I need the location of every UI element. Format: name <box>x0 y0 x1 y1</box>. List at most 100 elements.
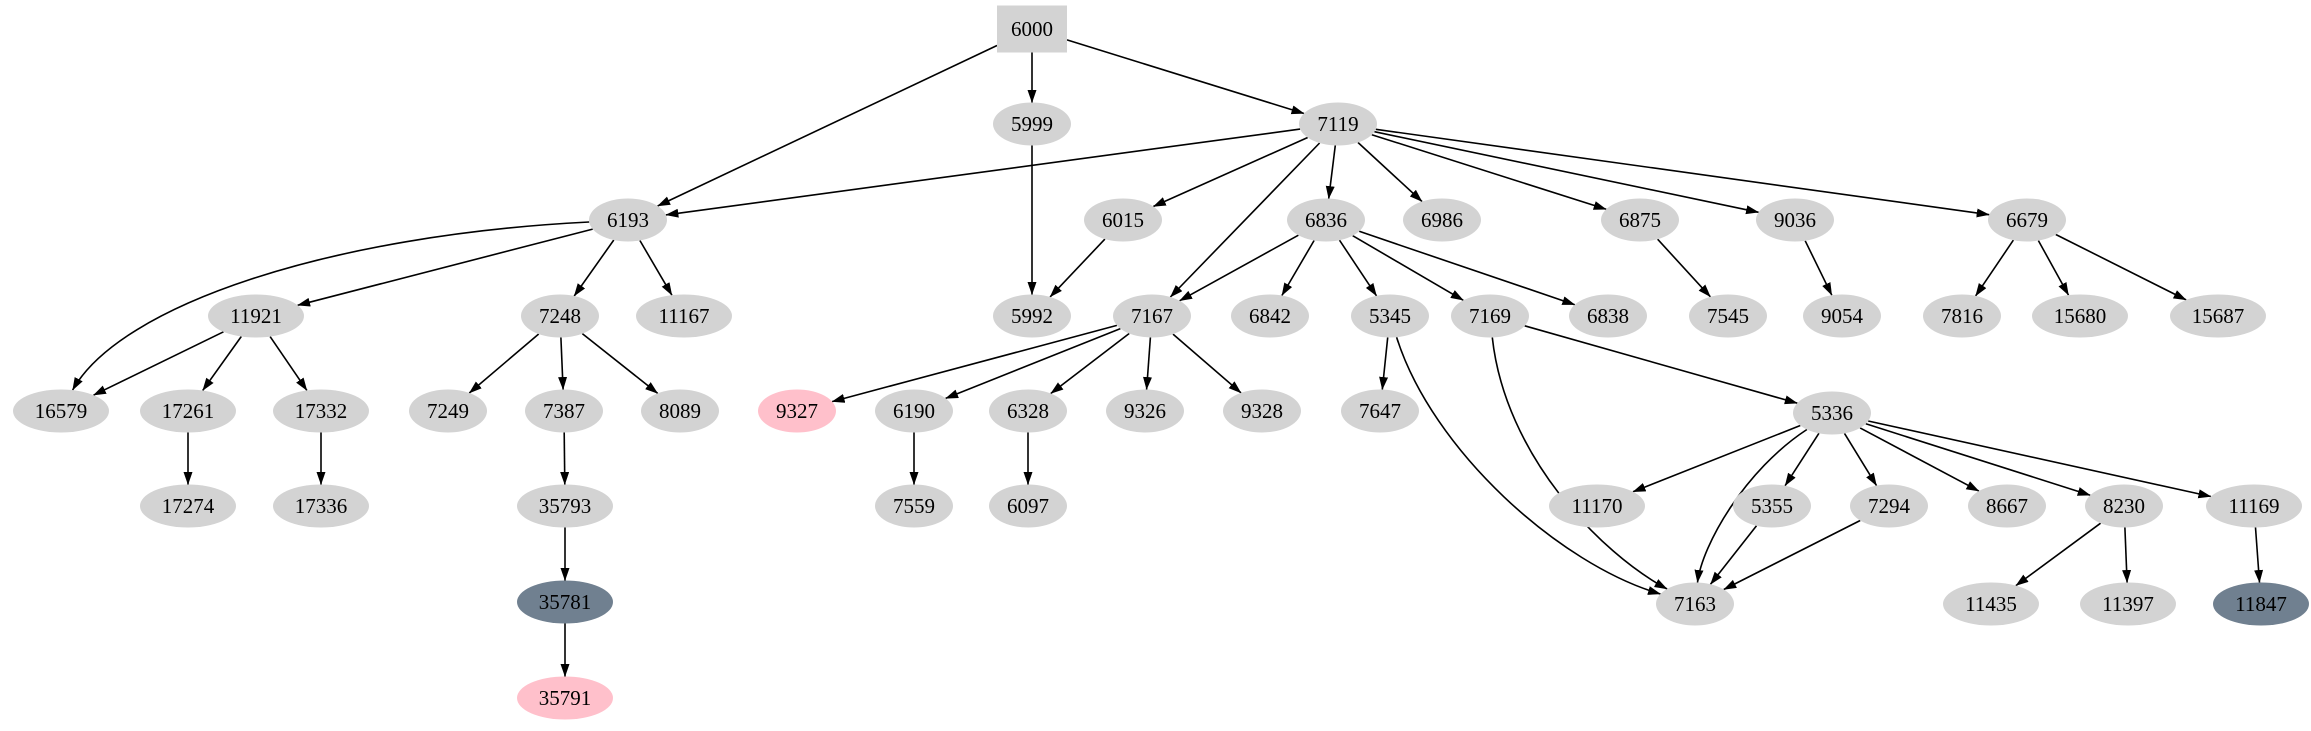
node-shape-17274 <box>140 484 236 528</box>
node-label-6015: 6015 <box>1102 208 1144 232</box>
edge-5336-7294 <box>1843 432 1878 487</box>
edge-6193-11167 <box>639 240 673 296</box>
node-label-7647: 7647 <box>1359 399 1401 423</box>
graph-node-7248: 7248 <box>521 294 599 338</box>
edge-7248-8089 <box>581 332 659 395</box>
node-label-17332: 17332 <box>295 399 348 423</box>
edge-6679-15687 <box>2055 233 2187 301</box>
graph-node-15687: 15687 <box>2170 294 2266 338</box>
graph-node-15680: 15680 <box>2032 294 2128 338</box>
node-shape-11847 <box>2213 582 2309 626</box>
edge-7169-5336 <box>1524 325 1798 405</box>
node-shape-5355 <box>1733 484 1811 528</box>
graph-node-11921: 11921 <box>208 294 304 338</box>
graph-node-7647: 7647 <box>1341 389 1419 433</box>
graph-node-5992: 5992 <box>993 294 1071 338</box>
node-label-35791: 35791 <box>539 686 592 710</box>
edge-7167-9326 <box>1143 337 1152 390</box>
graph-node-6015: 6015 <box>1084 198 1162 242</box>
graph-node-9327: 9327 <box>758 389 836 433</box>
node-shape-11397 <box>2080 582 2176 626</box>
edge-7294-7163 <box>1723 519 1861 591</box>
edge-5336-5355 <box>1784 432 1820 487</box>
node-label-35793: 35793 <box>539 494 592 518</box>
node-shape-5999 <box>993 102 1071 146</box>
node-shape-11169 <box>2206 484 2302 528</box>
node-shape-35781 <box>517 580 613 624</box>
graph-node-6190: 6190 <box>875 389 953 433</box>
graph-node-6097: 6097 <box>989 484 1067 528</box>
node-shape-6328 <box>989 389 1067 433</box>
graph-node-5336: 5336 <box>1793 391 1871 435</box>
node-label-11435: 11435 <box>1965 592 2017 616</box>
node-shape-7559 <box>875 484 953 528</box>
node-shape-9036 <box>1756 198 1834 242</box>
node-label-6190: 6190 <box>893 399 935 423</box>
graph-node-5355: 5355 <box>1733 484 1811 528</box>
edge-5336-11170 <box>1632 424 1801 493</box>
graph-node-6000: 6000 <box>997 5 1067 53</box>
node-shape-6836 <box>1287 198 1365 242</box>
node-label-7249: 7249 <box>427 399 469 423</box>
edge-7119-6193 <box>665 128 1301 218</box>
node-label-7387: 7387 <box>543 399 585 423</box>
node-shape-15680 <box>2032 294 2128 338</box>
node-label-6838: 6838 <box>1587 304 1629 328</box>
edge-6193-11921 <box>297 228 593 307</box>
node-label-5355: 5355 <box>1751 494 1793 518</box>
node-shape-15687 <box>2170 294 2266 338</box>
graph-node-6836: 6836 <box>1287 198 1365 242</box>
node-shape-5345 <box>1351 294 1429 338</box>
node-shape-7816 <box>1923 294 2001 338</box>
node-shape-7248 <box>521 294 599 338</box>
node-label-15680: 15680 <box>2054 304 2107 328</box>
graph-node-7387: 7387 <box>525 389 603 433</box>
node-label-11921: 11921 <box>230 304 282 328</box>
edge-8230-11435 <box>2015 522 2102 587</box>
graph-node-17261: 17261 <box>140 389 236 433</box>
edge-11169-11847 <box>2254 527 2264 583</box>
graph-node-8089: 8089 <box>641 389 719 433</box>
node-label-11397: 11397 <box>2102 592 2154 616</box>
graph-node-5999: 5999 <box>993 102 1071 146</box>
node-label-7163: 7163 <box>1674 592 1716 616</box>
node-shape-7169 <box>1451 294 1529 338</box>
node-shape-5336 <box>1793 391 1871 435</box>
edge-6679-7816 <box>1974 239 2015 297</box>
graph-node-7294: 7294 <box>1850 484 1928 528</box>
node-label-6875: 6875 <box>1619 208 1661 232</box>
node-label-8089: 8089 <box>659 399 701 423</box>
edge-5336-11169 <box>1868 420 2212 499</box>
node-label-7816: 7816 <box>1941 304 1983 328</box>
graph-node-11397: 11397 <box>2080 582 2176 626</box>
node-shape-6097 <box>989 484 1067 528</box>
node-label-6842: 6842 <box>1249 304 1291 328</box>
node-label-6193: 6193 <box>607 208 649 232</box>
node-label-17261: 17261 <box>162 399 215 423</box>
graph-node-8230: 8230 <box>2085 484 2163 528</box>
node-label-7294: 7294 <box>1868 494 1911 518</box>
graph-node-11169: 11169 <box>2206 484 2302 528</box>
node-label-11170: 11170 <box>1572 494 1623 518</box>
edge-7119-6986 <box>1357 141 1423 203</box>
graph-node-11847: 11847 <box>2213 582 2309 626</box>
node-label-7169: 7169 <box>1469 304 1511 328</box>
graph-node-9326: 9326 <box>1106 389 1184 433</box>
edge-6836-7169 <box>1352 235 1464 301</box>
node-label-35781: 35781 <box>539 590 592 614</box>
graph-node-7119: 7119 <box>1299 102 1377 146</box>
graph-edges <box>71 39 2264 677</box>
graph-node-6679: 6679 <box>1988 198 2066 242</box>
node-shape-6015 <box>1084 198 1162 242</box>
node-shape-9054 <box>1803 294 1881 338</box>
node-shape-7647 <box>1341 389 1419 433</box>
node-shape-6842 <box>1231 294 1309 338</box>
graph-node-6842: 6842 <box>1231 294 1309 338</box>
edge-7119-6875 <box>1371 133 1607 211</box>
node-shape-11170 <box>1549 484 1645 528</box>
graph-node-8667: 8667 <box>1968 484 2046 528</box>
graph-node-9036: 9036 <box>1756 198 1834 242</box>
graph-node-7559: 7559 <box>875 484 953 528</box>
node-label-7559: 7559 <box>893 494 935 518</box>
edge-7248-7249 <box>468 333 540 394</box>
